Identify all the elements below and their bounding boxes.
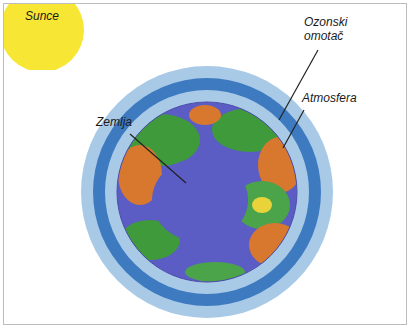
ozone-label: Ozonski omotač (304, 16, 366, 44)
leader-line (279, 50, 318, 120)
leader-line (130, 134, 186, 183)
outer-sky (81, 66, 333, 318)
leader-line (283, 110, 304, 148)
earth-label: Zemlja (96, 116, 156, 130)
earth-globe (117, 102, 302, 282)
atmosphere-ring (105, 90, 309, 294)
atmosphere-label: Atmosfera (302, 92, 382, 106)
sun-label: Sunce (25, 10, 59, 24)
ozone-ring (93, 78, 321, 306)
sun-circle: Sunce (4, 4, 88, 70)
